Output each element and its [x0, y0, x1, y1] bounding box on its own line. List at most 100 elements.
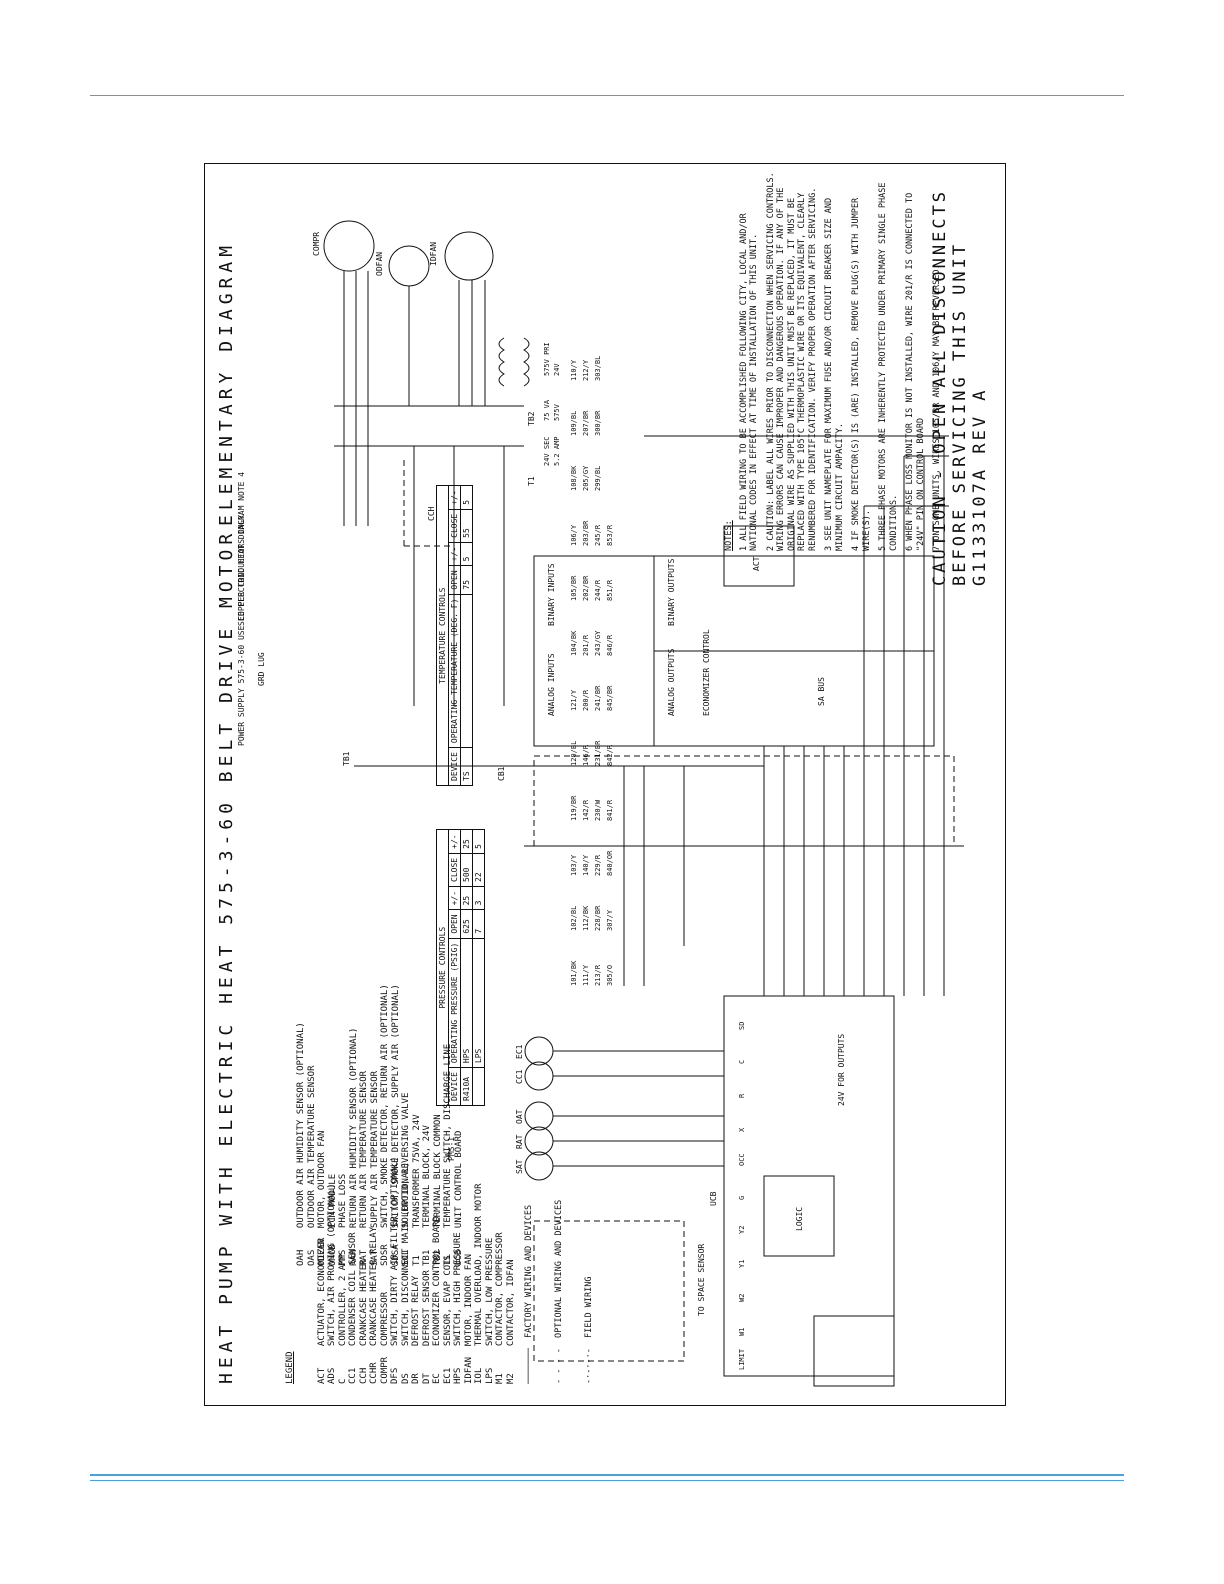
rating-label: 24V SEC: [543, 436, 551, 466]
wire-label: 305/O: [606, 965, 614, 986]
label-pms: PMS-1: [447, 1137, 456, 1161]
ucb-terminal-label: W1: [738, 1328, 746, 1336]
wire-label: 851/R: [606, 579, 614, 601]
wire-label: 203/BR: [582, 520, 590, 546]
label-compr: COMPR: [312, 232, 321, 256]
wire-label: 111/Y: [582, 964, 590, 986]
wire-label: 106/Y: [570, 524, 578, 546]
notes-block: NOTES: 1 ALL FIELD WIRING TO BE ACCOMPLI…: [724, 171, 949, 551]
footer-rule: [90, 1474, 1124, 1476]
label-logic: LOGIC: [795, 1207, 804, 1231]
wire-label: 120/BL: [570, 741, 578, 766]
wire-label: 303/BL: [594, 356, 602, 381]
label-idfan: IDFAN: [429, 242, 438, 266]
optional-econ-wiring: [533, 755, 955, 847]
wire-label: 146/R: [582, 744, 590, 766]
label-t1: T1: [527, 476, 536, 486]
wire-label: 244/R: [594, 579, 602, 601]
wire-label: 102/BL: [570, 906, 578, 931]
ucb-terminal-label: G: [738, 1196, 746, 1200]
label-analog-inputs: ANALOG INPUTS: [547, 653, 556, 716]
note-item: 1 ALL FIELD WIRING TO BE ACCOMPLISHED FO…: [738, 213, 760, 551]
sat-sensor: [524, 1151, 554, 1181]
ucb-terminal-label: W2: [738, 1294, 746, 1302]
wire-label: 121/Y: [570, 689, 578, 711]
wire-label: 853/R: [606, 524, 614, 546]
wire-label: 213/R: [594, 964, 602, 986]
ec1-sensor: [524, 1036, 554, 1066]
actuator-box: [723, 525, 795, 587]
ucb-terminal-label: SD: [738, 1022, 746, 1030]
label-ucb: UCB: [709, 1191, 718, 1206]
rating-label: 75 VA: [543, 399, 551, 421]
wire-label: 243/GY: [594, 630, 602, 656]
label-act: ACT: [752, 556, 761, 571]
caution-text: CAUTION - OPEN ALL DISCONNECTS BEFORE SE…: [930, 188, 990, 586]
label-analog-outputs: ANALOG OUTPUTS: [667, 648, 676, 716]
ucb-terminal-label: X: [738, 1127, 746, 1132]
odfan-motor: [388, 245, 430, 287]
label-tb1: TB1: [342, 751, 351, 766]
wire-label: 104/BK: [570, 630, 578, 656]
label-cc1: CC1: [515, 1069, 524, 1084]
wire-label: 202/BR: [582, 575, 590, 601]
label-to-space-sensor: TO SPACE SENSOR: [697, 1244, 706, 1316]
rating-label: 575V: [553, 403, 561, 421]
ucb-terminal-label: Y2: [738, 1226, 746, 1234]
wire-label: 299/BL: [594, 466, 602, 491]
header-rule: [90, 95, 1124, 96]
wire-label: 231/BR: [594, 740, 602, 766]
wire-label: 110/Y: [570, 359, 578, 381]
wire-label: 845/BR: [606, 685, 614, 711]
label-binary-outputs: BINARY OUTPUTS: [667, 558, 676, 626]
wire-label: 841/R: [606, 799, 614, 821]
label-cb1: CB1: [497, 766, 506, 781]
cc1-sensor: [524, 1061, 554, 1091]
diagram-frame: [204, 163, 1006, 1406]
label-rat: RAT: [515, 1134, 524, 1149]
wire-label: 207/BR: [582, 410, 590, 436]
note-item: 6 WHEN PHASE LOSS MONITOR IS NOT INSTALL…: [905, 192, 926, 551]
notes-heading: NOTES:: [724, 520, 734, 551]
ucb-terminal-label: OCC: [738, 1153, 746, 1166]
wire-label: 245/R: [594, 524, 602, 546]
wire-label: 840/OR: [606, 850, 614, 876]
wire-label: 205/GY: [582, 465, 590, 491]
ucb-terminal-label: LIMIT: [738, 1348, 746, 1370]
wire-label: 112/BK: [582, 905, 590, 931]
notes-list: 1 ALL FIELD WIRING TO BE ACCOMPLISHED FO…: [739, 171, 943, 551]
rat-sensor: [524, 1126, 554, 1156]
wire-label: 228/BR: [594, 905, 602, 931]
wire-label: 307/Y: [606, 909, 614, 931]
wire-label: 101/BK: [570, 960, 578, 986]
idfan-motor: [444, 231, 494, 281]
label-sa-bus: SA BUS: [817, 677, 826, 706]
wire-label: 108/BK: [570, 465, 578, 491]
label-ucb-outputs: 24V FOR OUTPUTS: [837, 1034, 846, 1106]
compressor-motor: [323, 220, 375, 272]
wire-label: 142/R: [582, 799, 590, 821]
transformer-secondary: [523, 337, 530, 387]
label-cch: CCH: [427, 506, 436, 521]
rating-label: 575V PRI: [543, 342, 551, 376]
ucb-terminal-label: Y1: [738, 1260, 746, 1268]
label-tb2: TB2: [527, 411, 536, 426]
label-binary-inputs: BINARY INPUTS: [547, 563, 556, 626]
label-ec1: EC1: [515, 1044, 524, 1059]
label-see-electric-heat: SEE ELECTRIC HEAT DIAGRAM NOTE 4: [237, 472, 246, 626]
transformer-primary: [498, 337, 505, 387]
label-grd-lug: GRD LUG: [257, 652, 266, 686]
smoke-detector-box: [533, 1220, 685, 1362]
wire-label: 109/BL: [570, 411, 578, 436]
wire-label: 842/R: [606, 744, 614, 766]
wire-label: 201/R: [582, 634, 590, 656]
oat-sensor: [524, 1101, 554, 1131]
wire-label: 103/Y: [570, 854, 578, 876]
ucb-board-outline: [723, 995, 895, 1377]
wire-label: 230/W: [594, 799, 602, 821]
note-item: 3 SEE UNIT NAMEPLATE FOR MAXIMUM FUSE AN…: [824, 197, 845, 551]
logic-block: [763, 1175, 835, 1257]
note-item: 5 THREE PHASE MOTORS ARE INHERENTLY PROT…: [878, 182, 899, 551]
wire-label: 846/R: [606, 634, 614, 656]
wire-label: 105/BR: [570, 575, 578, 601]
